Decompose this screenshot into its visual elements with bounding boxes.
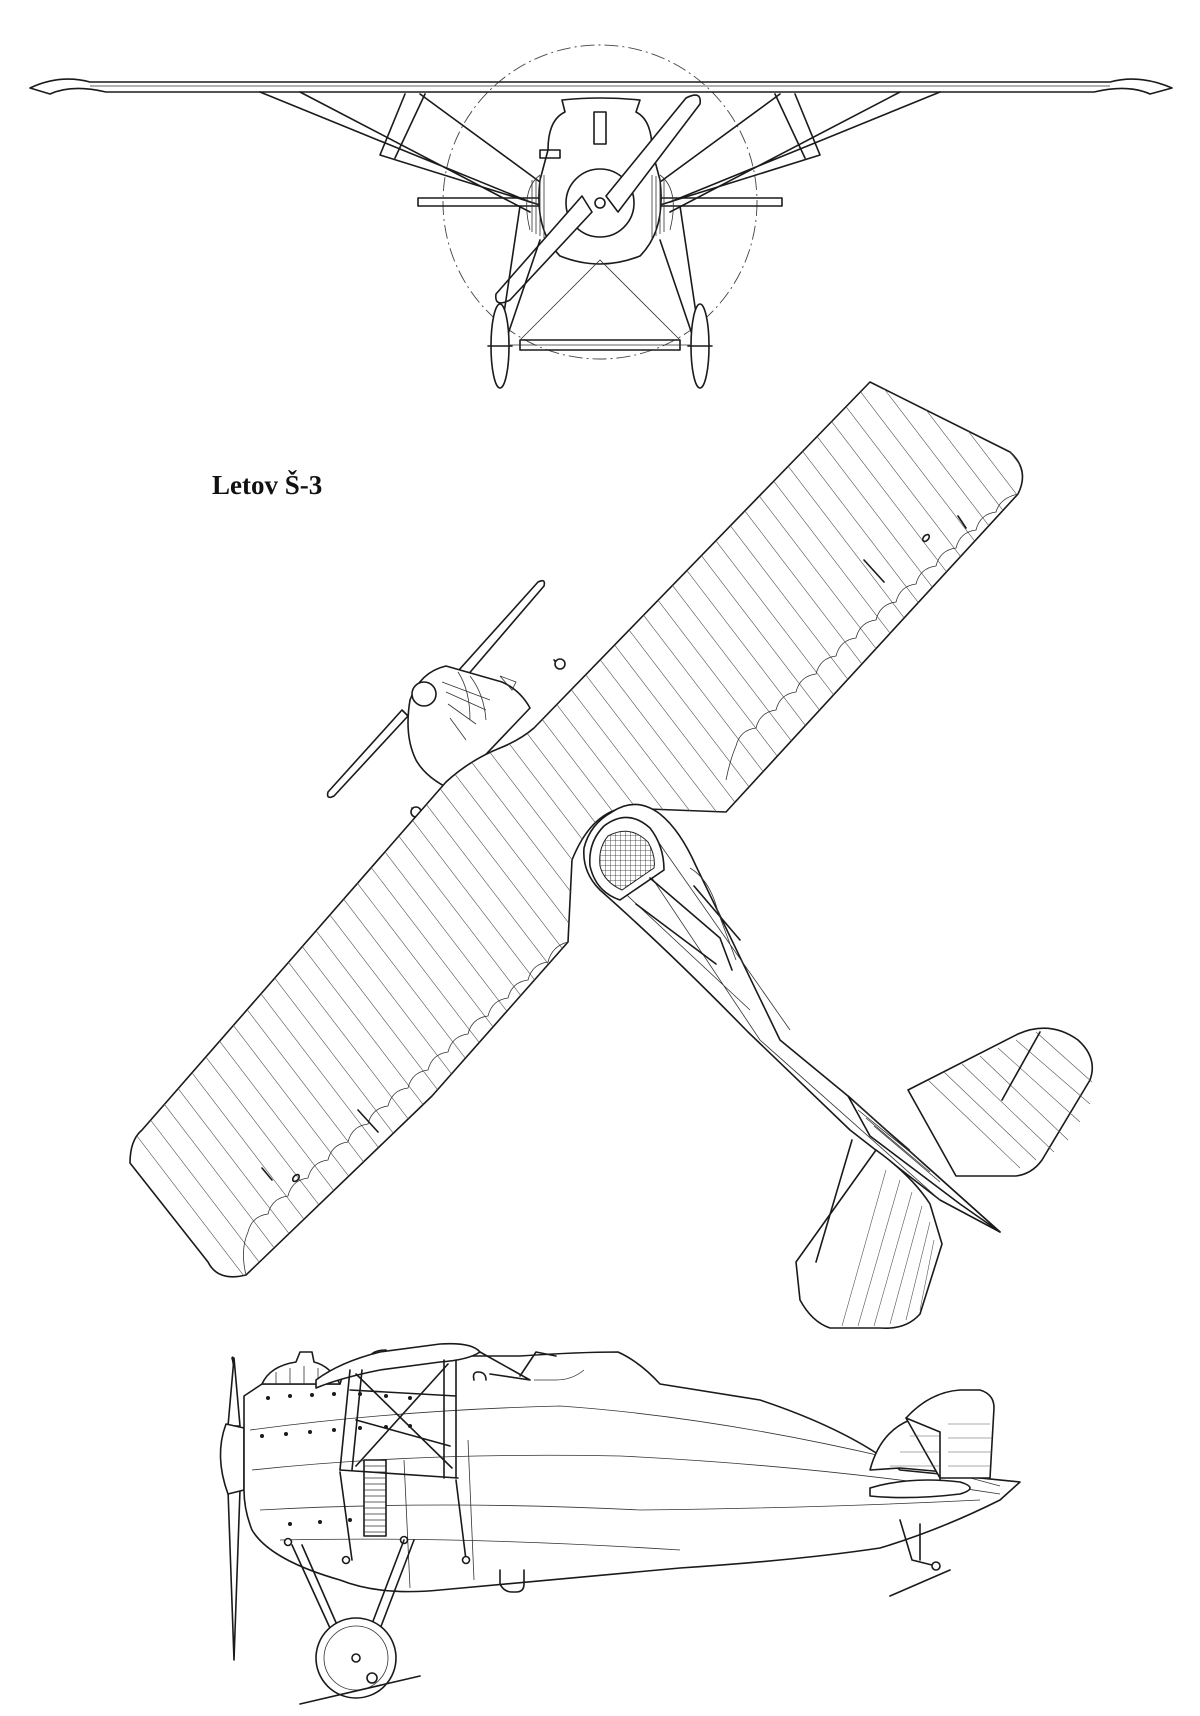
plan-prop-blade-lower — [326, 709, 409, 799]
plan-wing-ribs — [130, 382, 1023, 1277]
side-prop-upper-blade — [227, 1357, 241, 1427]
front-view — [29, 44, 1173, 389]
side-spinner — [219, 1423, 245, 1495]
side-fuselage — [243, 1351, 1021, 1593]
front-prop-blade-lower — [494, 195, 593, 304]
plan-wing — [129, 381, 1024, 1278]
plan-cockpit-mesh — [599, 830, 655, 891]
side-view — [219, 1342, 1021, 1705]
drawing-title: Letov Š-3 — [212, 470, 323, 500]
side-wheel — [315, 1617, 397, 1699]
side-rudder — [905, 1389, 995, 1479]
front-wing — [29, 78, 1173, 95]
plan-view — [129, 381, 1094, 1330]
side-prop-lower-blade — [227, 1489, 241, 1661]
front-prop-blade-upper — [605, 94, 702, 213]
propeller-disc — [442, 44, 758, 360]
plan-stabilizer-upper — [907, 1027, 1094, 1177]
side-radiator — [363, 1459, 387, 1537]
plan-engine-cowling — [407, 665, 531, 791]
side-tailplane — [869, 1479, 971, 1499]
plan-stabilizer-lower — [795, 1149, 943, 1330]
